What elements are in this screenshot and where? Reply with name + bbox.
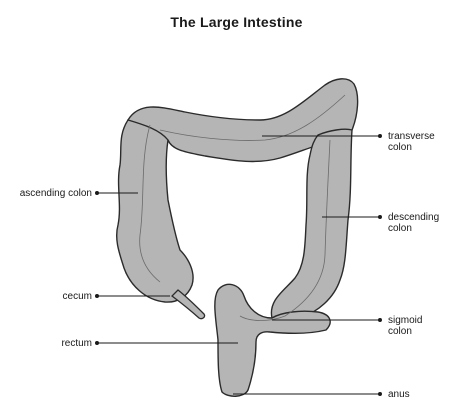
label-cecum: cecum [62, 291, 92, 302]
leader-dot-ascending [95, 191, 99, 195]
label-rectum: rectum [61, 338, 92, 349]
leader-dot-transverse [378, 134, 382, 138]
sigmoid-rectum-shape [214, 283, 331, 397]
label-transverse-colon: transverse colon [388, 131, 435, 153]
diagram-title: The Large Intestine [170, 14, 303, 30]
label-descending-colon: descending colon [388, 212, 440, 234]
leader-dot-sigmoid [378, 318, 382, 322]
leader-dot-anus [378, 392, 382, 396]
leader-dot-cecum [95, 294, 99, 298]
inner-lumen-line [139, 94, 346, 321]
label-ascending-colon: ascending colon [19, 188, 92, 199]
label-anus: anus [388, 389, 410, 400]
appendix-shape [171, 289, 206, 320]
label-sigmoid-colon: sigmoid colon [388, 315, 423, 337]
leader-dot-descending [378, 215, 382, 219]
leader-dot-rectum [95, 341, 99, 345]
